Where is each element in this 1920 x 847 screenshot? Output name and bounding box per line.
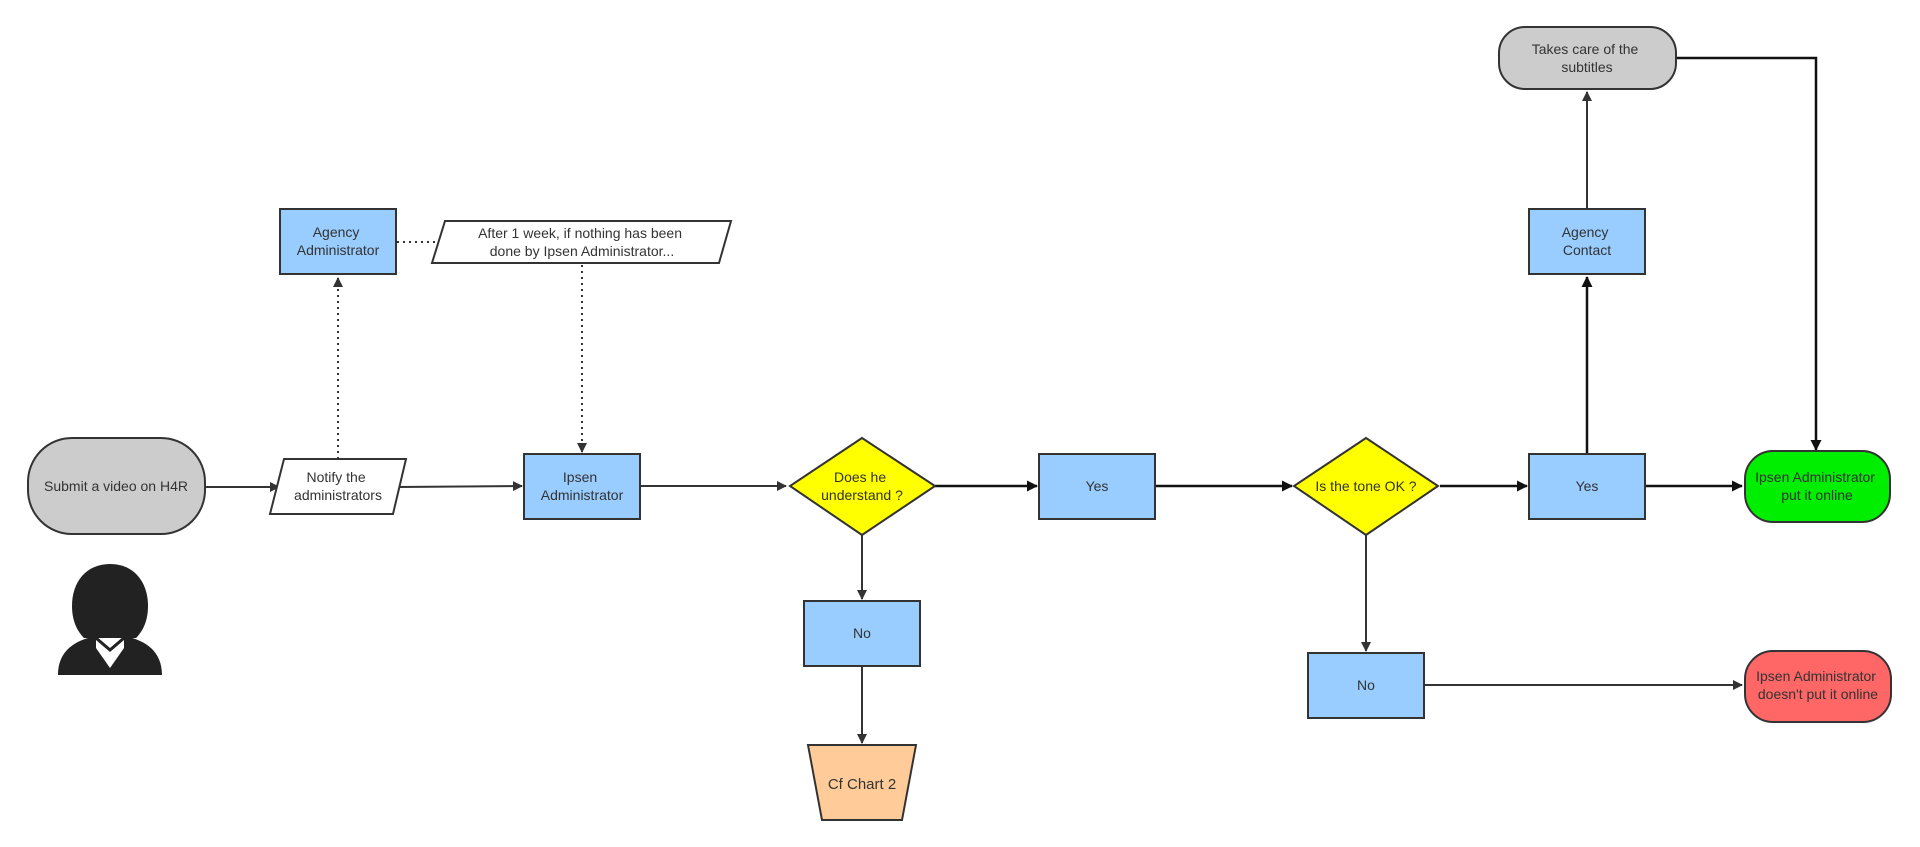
node-takes-care-of-subtitles[interactable]: Takes care of the subtitles xyxy=(1498,26,1677,90)
node-label-line: No xyxy=(1357,677,1375,693)
io-shape xyxy=(430,220,733,264)
node-is-tone-ok[interactable]: Is the tone OK ? xyxy=(1292,436,1440,537)
node-label-line: put it online xyxy=(1781,487,1853,503)
node-after-one-week-note[interactable]: After 1 week, if nothing has been done b… xyxy=(430,220,733,264)
node-label: Yes xyxy=(1086,478,1109,494)
node-label-line: Submit a video on H4R xyxy=(44,478,188,494)
process-shape xyxy=(1307,652,1425,719)
node-label-line: Yes xyxy=(1576,478,1599,494)
person-face xyxy=(88,586,132,638)
terminal-shape xyxy=(1744,450,1891,523)
edges xyxy=(205,56,1822,744)
node-label: No xyxy=(853,625,871,641)
node-label-line: Ipsen xyxy=(563,469,597,485)
node-label-line: Administrator xyxy=(297,242,380,258)
node-label: Ipsen Administrator doesn't put it onlin… xyxy=(1756,668,1880,702)
node-label-line: After 1 week, if nothing has been xyxy=(478,225,682,241)
node-label-line: understand ? xyxy=(821,487,903,503)
node-label-line: Is the tone OK ? xyxy=(1315,478,1416,494)
process-shape xyxy=(279,208,397,275)
node-label-line: subtitles xyxy=(1561,59,1612,75)
node-label-line: Administrator xyxy=(541,487,624,503)
node-label: Yes xyxy=(1576,478,1599,494)
process-shape xyxy=(1528,453,1646,520)
node-label-line: Agency xyxy=(313,224,360,240)
node-no-tone[interactable]: No xyxy=(1307,652,1425,719)
node-label-line: Cf Chart 2 xyxy=(828,776,896,793)
node-does-he-understand[interactable]: Does he understand ? xyxy=(788,436,937,537)
process-shape xyxy=(523,453,641,520)
node-label-line: Ipsen Administrator xyxy=(1755,469,1875,485)
decision-shape xyxy=(1292,436,1440,537)
node-label-line: administrators xyxy=(294,487,382,503)
person-icon xyxy=(58,564,162,675)
process-shape xyxy=(803,600,921,667)
node-label: After 1 week, if nothing has been done b… xyxy=(478,225,686,259)
node-label: Ipsen Administrator put it online xyxy=(1755,469,1879,503)
process-shape xyxy=(1038,453,1156,520)
node-label: Is the tone OK ? xyxy=(1315,478,1416,494)
node-label-line: Notify the xyxy=(306,469,365,485)
node-label-line: No xyxy=(853,625,871,641)
node-label: Cf Chart 2 xyxy=(828,776,896,793)
node-label: Takes care of the subtitles xyxy=(1532,41,1643,75)
node-label: Notify the administrators xyxy=(294,469,382,503)
node-doesnt-put-it-online[interactable]: Ipsen Administrator doesn't put it onlin… xyxy=(1744,650,1892,723)
node-label-line: Contact xyxy=(1563,242,1611,258)
node-agency-administrator[interactable]: Agency Administrator xyxy=(279,208,397,275)
node-label-line: Agency xyxy=(1562,224,1609,240)
edge-subtitles-to-online xyxy=(1675,56,1822,451)
person-collar xyxy=(96,640,124,668)
node-yes-tone[interactable]: Yes xyxy=(1528,453,1646,520)
node-label: Ipsen Administrator xyxy=(541,469,624,503)
terminal-shape xyxy=(27,437,206,535)
node-label: Does he understand ? xyxy=(821,469,903,503)
node-no-understand[interactable]: No xyxy=(803,600,921,667)
node-label-line: done by Ipsen Administrator... xyxy=(490,243,674,259)
node-label-line: doesn't put it online xyxy=(1758,686,1878,702)
terminal-shape xyxy=(1744,650,1892,723)
node-label: Agency Administrator xyxy=(297,224,380,258)
node-label-line: Takes care of the xyxy=(1532,41,1639,57)
node-agency-contact[interactable]: Agency Contact xyxy=(1528,208,1646,275)
node-label: Submit a video on H4R xyxy=(44,478,188,494)
node-label-line: Ipsen Administrator xyxy=(1756,668,1876,684)
node-label-line: Does he xyxy=(834,469,886,485)
process-shape xyxy=(1528,208,1646,275)
node-label: No xyxy=(1357,677,1375,693)
node-yes-understand[interactable]: Yes xyxy=(1038,453,1156,520)
io-shape xyxy=(268,458,408,515)
node-submit-video[interactable]: Submit a video on H4R xyxy=(27,437,206,535)
node-cf-chart-2[interactable]: Cf Chart 2 xyxy=(806,744,918,821)
node-label: Agency Contact xyxy=(1562,224,1613,258)
node-ipsen-administrator[interactable]: Ipsen Administrator xyxy=(523,453,641,520)
node-put-it-online[interactable]: Ipsen Administrator put it online xyxy=(1744,450,1891,523)
node-notify-administrators[interactable]: Notify the administrators xyxy=(268,458,408,515)
node-label-line: Yes xyxy=(1086,478,1109,494)
terminal-shape xyxy=(1498,26,1677,90)
decision-shape xyxy=(788,436,937,537)
edge-notify-to-ipsen-admin xyxy=(397,481,523,492)
offpage-shape xyxy=(806,744,918,821)
